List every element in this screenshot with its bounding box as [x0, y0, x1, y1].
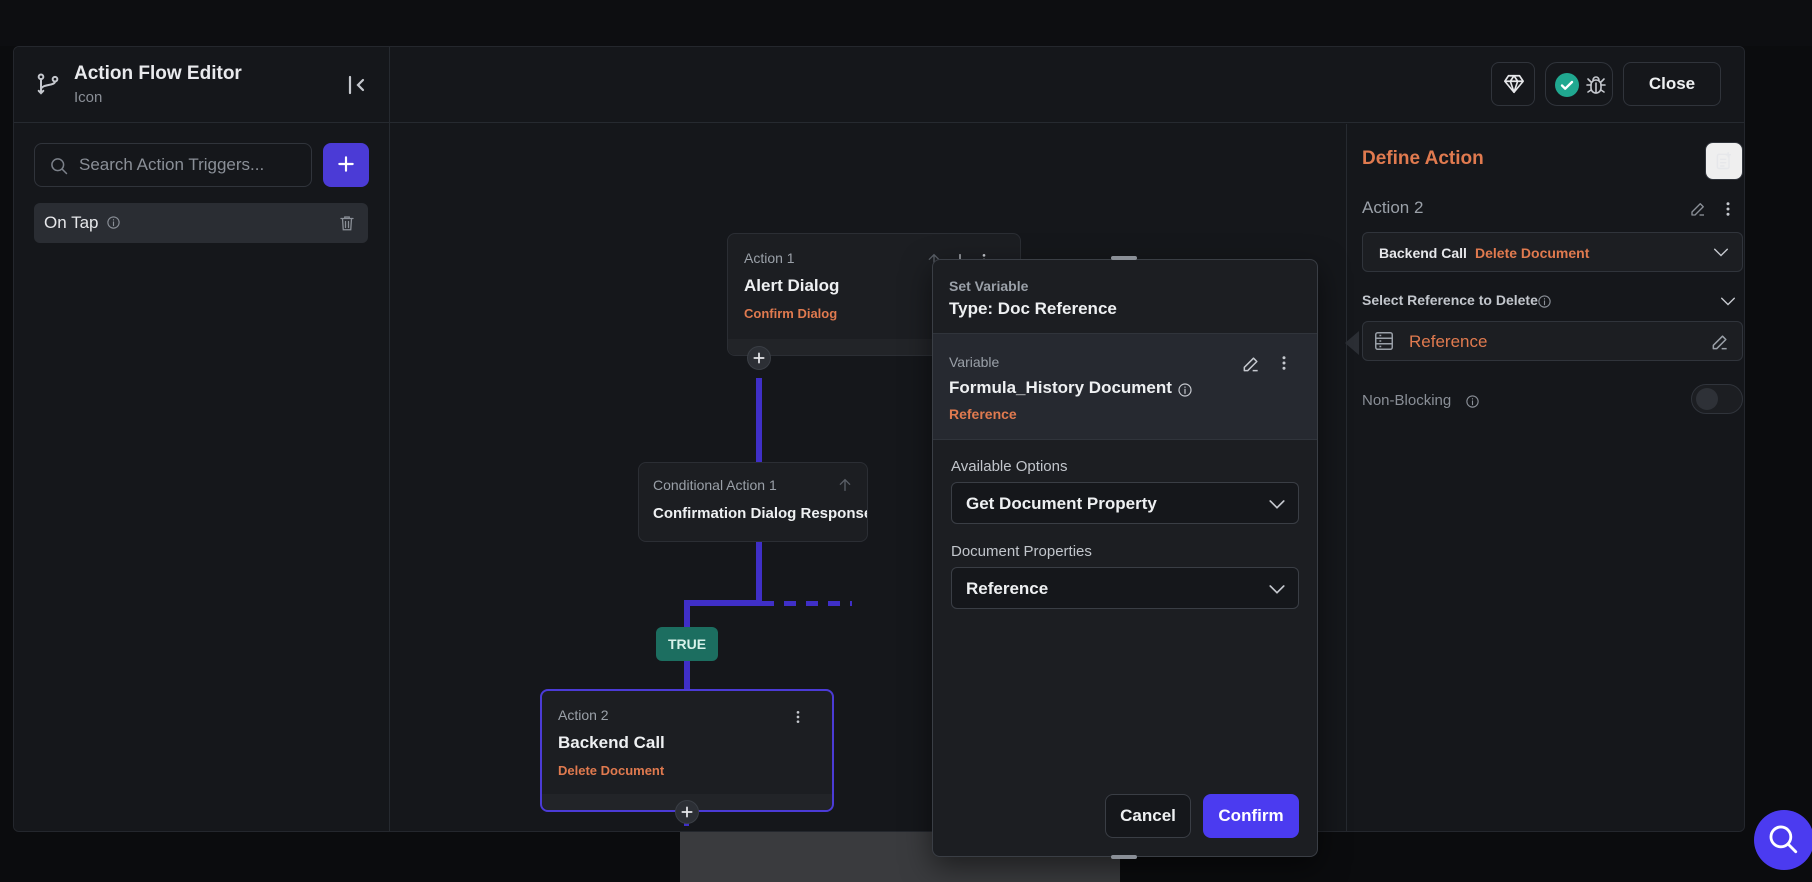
chevron-down-icon [1713, 248, 1728, 257]
action-node-2[interactable]: Action 2 Backend Call Delete Document [540, 689, 834, 812]
more-vertical-icon[interactable] [790, 709, 806, 725]
define-action-title: Define Action [1362, 148, 1484, 169]
chevron-down-icon [1269, 585, 1285, 594]
action-flow-icon [37, 73, 59, 95]
reference-field[interactable]: Reference [1362, 321, 1743, 361]
search-icon [51, 158, 68, 175]
trigger-item-on-tap[interactable]: On Tap [34, 203, 368, 243]
backdrop-top [0, 0, 1812, 46]
variable-label: Variable [949, 354, 1000, 370]
node-title: Alert Dialog [744, 276, 840, 295]
available-options-select[interactable]: Get Document Property [951, 482, 1299, 524]
add-action-button[interactable] [747, 346, 771, 370]
page-title: Action Flow Editor [74, 63, 242, 84]
search-input[interactable] [79, 144, 307, 186]
bug-icon[interactable] [1584, 73, 1608, 97]
confirm-button[interactable]: Confirm [1203, 794, 1299, 838]
node-label: Action 1 [744, 250, 795, 266]
non-blocking-label: Non-Blocking [1362, 392, 1452, 409]
gem-icon [1504, 74, 1524, 94]
node-label: Action 2 [558, 707, 609, 723]
available-options-value: Get Document Property [966, 494, 1157, 513]
edit-icon[interactable] [1689, 200, 1707, 218]
popover-header: Set Variable Type: Doc Reference [933, 260, 1317, 334]
search-action-triggers[interactable] [34, 143, 312, 187]
document-properties-value: Reference [966, 579, 1049, 598]
define-action-panel: Define Action Action 2 Backend Call Dele… [1345, 124, 1744, 831]
cancel-button[interactable]: Cancel [1105, 794, 1191, 838]
action-name-label: Action 2 [1362, 198, 1424, 217]
true-branch-badge: TRUE [656, 627, 718, 661]
trash-icon[interactable] [338, 213, 356, 233]
edit-icon[interactable] [1241, 354, 1261, 374]
node-label: Conditional Action 1 [653, 477, 777, 493]
chevron-down-icon [1269, 500, 1285, 509]
action-type-select[interactable]: Backend Call Delete Document [1362, 232, 1743, 272]
info-icon[interactable] [1537, 294, 1552, 309]
variable-section: Variable Formula_History Document Refere… [933, 334, 1317, 440]
add-trigger-button[interactable] [323, 143, 369, 187]
add-action-button[interactable] [675, 800, 699, 824]
connector-dashed-line [762, 601, 852, 606]
conditional-action-node[interactable]: Conditional Action 1 Confirmation Dialog… [638, 462, 868, 542]
node-subtitle: Delete Document [558, 763, 665, 778]
info-icon[interactable] [1177, 382, 1193, 398]
trigger-label: On Tap [44, 213, 99, 232]
gem-button[interactable] [1491, 62, 1535, 106]
chevron-down-icon[interactable] [1719, 294, 1737, 308]
action-type-value: Backend Call [1379, 245, 1467, 261]
popover-pointer [1345, 331, 1359, 355]
variable-name: Formula_History Document [949, 378, 1172, 397]
reference-section-label: Select Reference to Delete [1362, 292, 1538, 308]
document-properties-select[interactable]: Reference [951, 567, 1299, 609]
popover-title: Type: Doc Reference [949, 299, 1117, 318]
set-variable-popover: Set Variable Type: Doc Reference Variabl… [932, 259, 1318, 857]
non-blocking-toggle[interactable] [1691, 384, 1743, 414]
toggle-knob [1696, 388, 1718, 410]
debug-status-group[interactable] [1545, 62, 1613, 106]
page-subtitle: Icon [74, 89, 103, 106]
reference-value: Reference [1409, 332, 1488, 351]
collapse-panel-icon[interactable] [344, 73, 370, 97]
help-search-button[interactable] [1754, 810, 1812, 870]
search-icon [1769, 825, 1798, 854]
notes-button[interactable] [1705, 142, 1743, 180]
edit-icon[interactable] [1710, 332, 1730, 352]
variable-type: Reference [949, 406, 1017, 422]
info-icon[interactable] [106, 215, 121, 230]
notes-icon [1716, 151, 1731, 170]
plus-icon [681, 806, 693, 818]
move-up-icon[interactable] [837, 477, 853, 493]
check-icon[interactable] [1555, 73, 1579, 97]
left-panel-header: Action Flow Editor Icon [14, 47, 389, 123]
more-vertical-icon[interactable] [1275, 354, 1293, 372]
action-subtype-value: Delete Document [1475, 245, 1590, 261]
info-icon[interactable] [1465, 394, 1480, 409]
plus-icon [338, 155, 354, 172]
popover-resize-handle[interactable] [1111, 256, 1137, 260]
popover-kicker: Set Variable [949, 278, 1029, 294]
document-list-icon [1375, 332, 1393, 350]
more-vertical-icon[interactable] [1719, 200, 1737, 218]
node-title: Confirmation Dialog Response [653, 505, 868, 522]
close-button[interactable]: Close [1623, 62, 1721, 106]
available-options-label: Available Options [951, 458, 1068, 475]
node-title: Backend Call [558, 733, 665, 752]
action-flow-editor-window: Close Action Flow Editor Icon On Tap [13, 46, 1745, 832]
node-subtitle: Confirm Dialog [744, 306, 838, 321]
document-properties-label: Document Properties [951, 543, 1092, 560]
connector-line [684, 600, 762, 606]
popover-resize-handle[interactable] [1111, 855, 1137, 859]
plus-icon [753, 352, 765, 364]
left-panel: Action Flow Editor Icon On Tap [14, 47, 390, 831]
